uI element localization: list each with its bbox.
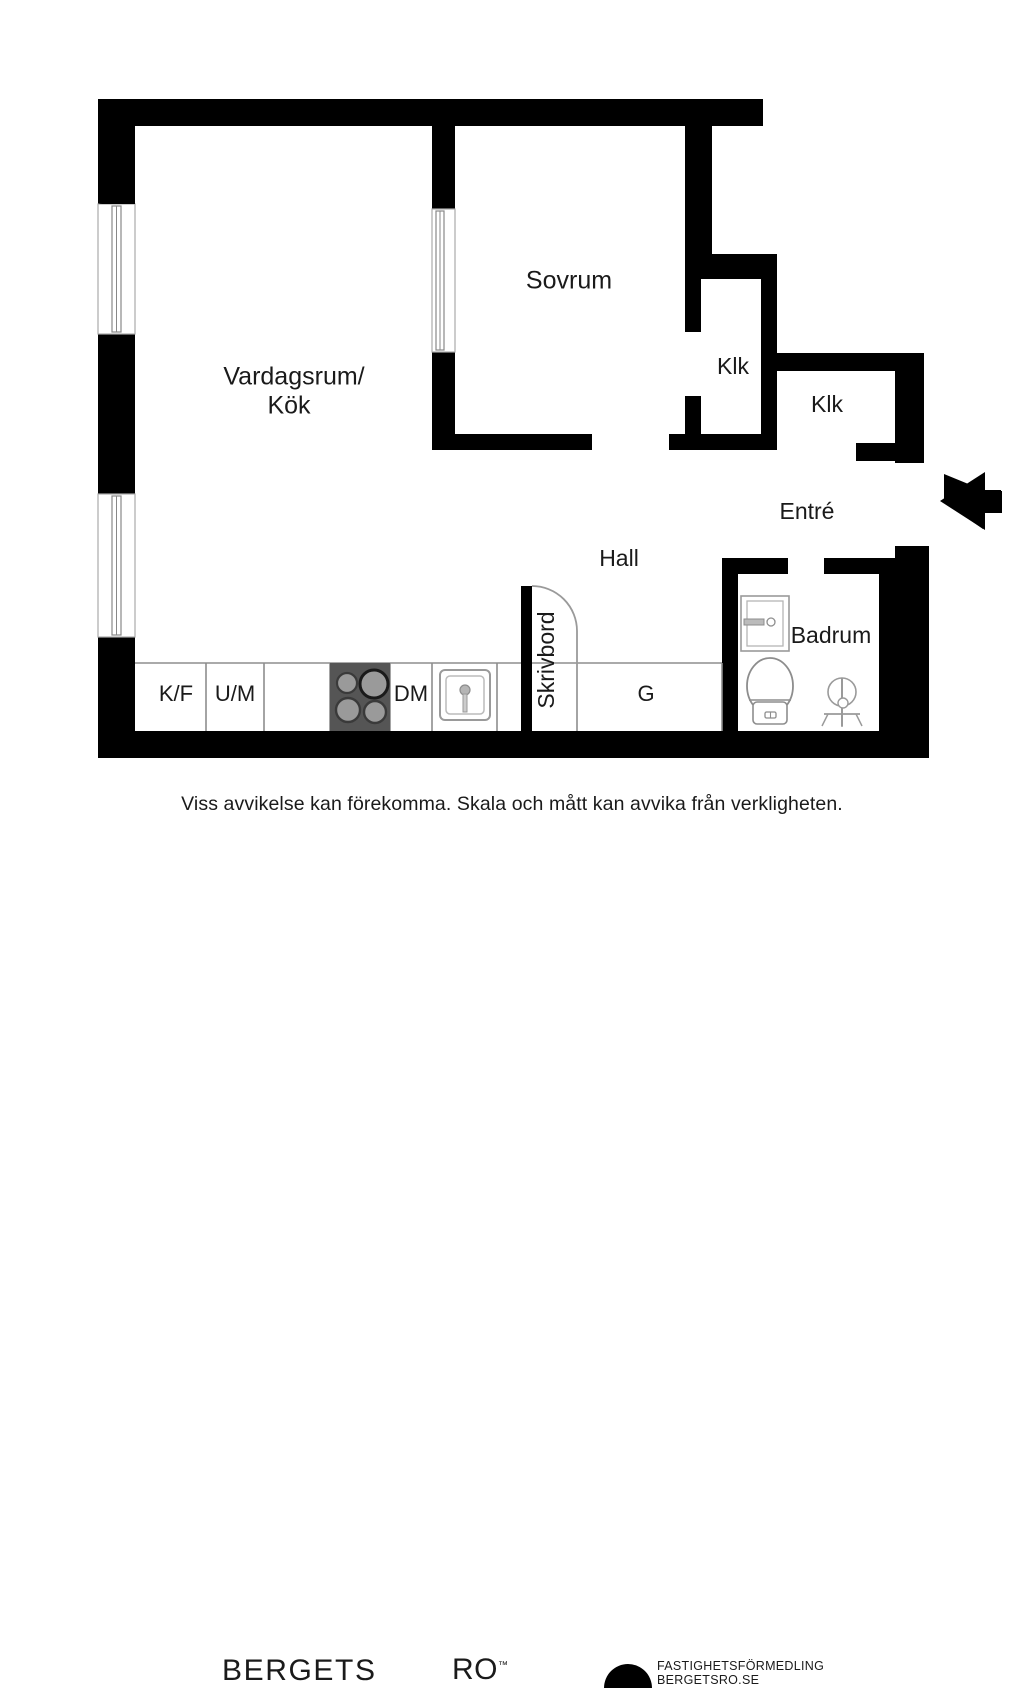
brand-tagline-line1: FASTIGHETSFÖRMEDLING <box>657 1659 825 1673</box>
wall-skrivbord-divider <box>521 586 532 731</box>
footer-brand-group: BERGETS RO™ FASTIGHETSFÖRMEDLING BERGETS… <box>0 826 1024 1688</box>
shower-icon <box>821 677 863 727</box>
brand-tagline: FASTIGHETSFÖRMEDLING BERGETSRO.SE <box>657 1659 824 1687</box>
door-swing-icon <box>531 585 578 731</box>
wall-interior-vertical-bottom <box>432 352 455 450</box>
fixture-label-ugn-mikro: U/M <box>215 681 255 706</box>
bathroom-fixtures-group <box>740 595 863 727</box>
wall-klk1-left <box>685 254 701 332</box>
room-label-sovrum: Sovrum <box>526 267 612 295</box>
fixture-label-diskmaskin: DM <box>394 681 428 706</box>
wall-bedroom-right <box>685 99 712 254</box>
room-label-klk-1: Klk <box>717 353 749 379</box>
room-labels-group: Vardagsrum/ Kök Sovrum Klk Klk Entré Hal… <box>223 267 871 648</box>
wall-exterior-left-b <box>98 334 135 494</box>
wall-klk1-bottom <box>669 434 777 450</box>
brand-dome-logo-icon <box>604 1664 652 1688</box>
window-icon-left-2 <box>97 493 136 638</box>
wall-badrum-left <box>722 558 738 731</box>
room-label-entre: Entré <box>780 498 835 524</box>
fixture-label-kyl-frys: K/F <box>159 681 193 706</box>
wall-exterior-top <box>98 99 763 126</box>
stove-icon <box>330 663 390 731</box>
room-label-hall: Hall <box>599 545 639 571</box>
room-label-klk-2: Klk <box>811 391 843 417</box>
brand-name-bergets: BERGETS <box>222 1654 377 1687</box>
room-label-vardagsrum-line2: Kök <box>267 392 311 420</box>
toilet-icon <box>746 657 794 725</box>
window-icon-left-1 <box>97 196 136 335</box>
sink-icon <box>439 669 491 721</box>
wall-badrum-top-right <box>824 558 895 574</box>
washbasin-icon <box>740 595 790 652</box>
wall-klk1-left-stub <box>685 396 701 444</box>
kitchen-counter-group <box>135 662 723 731</box>
fixture-label-skrivbord: Skrivbord <box>533 611 559 708</box>
wall-klk2-bottom-left <box>856 443 924 461</box>
wall-badrum-right <box>879 558 895 731</box>
fixture-label-garderob: G <box>637 681 654 706</box>
wall-klk1-right <box>761 254 777 444</box>
wall-exterior-right-lower <box>895 546 929 731</box>
floor-plan-drawing: Vardagsrum/ Kök Sovrum Klk Klk Entré Hal… <box>97 99 1002 758</box>
walls-group <box>98 99 929 758</box>
windows-group <box>97 196 456 638</box>
wall-badrum-top-left <box>722 558 788 574</box>
room-label-vardagsrum-line1: Vardagsrum/ <box>223 363 364 391</box>
brand-ro-text: RO <box>452 1653 498 1686</box>
fixture-labels-group: K/F U/M DM G Skrivbord <box>159 611 655 708</box>
floor-plan-container: Vardagsrum/ Kök Sovrum Klk Klk Entré Hal… <box>97 99 1002 758</box>
brand-tagline-line2: BERGETSRO.SE <box>657 1673 760 1687</box>
wall-exterior-left-a <box>98 99 135 204</box>
brand-name-ro: RO™ <box>452 1653 508 1687</box>
room-label-badrum: Badrum <box>791 622 872 648</box>
entrance-arrow-icon <box>940 472 1002 530</box>
wall-exterior-bottom <box>98 731 929 758</box>
wall-interior-vertical-top <box>432 99 455 209</box>
trademark-symbol: ™ <box>498 1660 508 1671</box>
disclaimer-caption: Viss avvikelse kan förekomma. Skala och … <box>181 793 843 815</box>
window-icon-bedroom <box>431 208 456 353</box>
wall-bedroom-bottom <box>432 434 592 450</box>
wall-klk2-top <box>761 353 924 371</box>
